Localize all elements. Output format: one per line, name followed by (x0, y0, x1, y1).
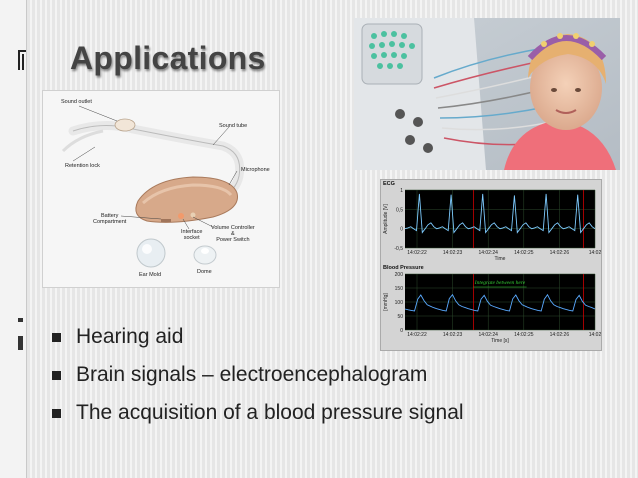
side-mark-top (18, 318, 23, 322)
ecg-xtick-label: 14:02:25 (514, 250, 534, 256)
ecg-xtick-label: 14:02:23 (443, 250, 463, 256)
ecg-chart: 1 0,5 0 -0,5 14:02:22 14:02:23 14:02:24 14:02:2… (383, 188, 601, 262)
square-bullet-icon (52, 408, 61, 418)
bullet-text: Brain signals – electroencephalogram (76, 363, 428, 386)
left-margin-bar (0, 0, 26, 478)
square-bullet-icon (52, 370, 61, 380)
side-mark-bottom (18, 336, 23, 350)
bp-ytick-label: 100 (395, 300, 404, 306)
ecg-ylabel: Amplitude [V] (383, 204, 389, 234)
bp-xtick-label: 14:02:24 (478, 332, 498, 338)
bp-ytick-label: 50 (397, 314, 403, 320)
slide-title: Applications (70, 40, 266, 76)
bullet-item: The acquisition of a blood pressure sign… (52, 394, 464, 432)
ecg-ytick-label: 0,5 (396, 207, 403, 213)
ecg-ytick-label: 0 (400, 227, 403, 233)
bp-ytick-label: 0 (400, 328, 403, 334)
ecg-xtick-label: 14:02:22 (407, 250, 427, 256)
ecg-ytick-label: 1 (400, 188, 403, 194)
callout-volume-controller: Volume Controller & Power Switch (211, 225, 255, 243)
ecg-xlabel: Time (495, 256, 506, 262)
ecg-series-line (404, 193, 596, 234)
bullet-item: Hearing aid (52, 318, 464, 356)
bp-ylabel: [mmHg] (383, 293, 389, 311)
bp-chart: 200 150 100 50 0 14:02:22 14:02:23 14:02:24 14:0… (383, 272, 601, 344)
left-margin-rule (26, 0, 27, 478)
bp-chart-title: Blood Pressure (383, 265, 424, 271)
eeg-illustration (354, 18, 620, 170)
corner-bracket-icon (18, 50, 26, 70)
bp-annotation: Integrate between here (474, 280, 526, 286)
callout-interface-socket: Interface socket (181, 229, 203, 241)
square-bullet-icon (52, 332, 61, 342)
bullet-text: Hearing aid (76, 325, 184, 348)
bp-ytick-label: 150 (395, 286, 404, 292)
bp-xtick-label: 14:02:22 (407, 332, 427, 338)
callout-ear-mold: Ear Mold (139, 272, 162, 278)
bp-ytick-label: 200 (395, 272, 404, 278)
callout-retention-lock: Retention lock (65, 163, 100, 169)
bp-xtick-label: 14:02:25 (514, 332, 534, 338)
callout-battery-compartment: Battery Compartment (93, 213, 127, 225)
bp-xlabel: Time [s] (491, 338, 509, 344)
ecg-ytick-label: -0,5 (394, 246, 403, 252)
ecg-plot-area (405, 190, 595, 248)
hearing-aid-image: Sound outlet Sound tube Retention lock M… (42, 90, 280, 288)
biosignal-chart-panel: ECG 1 0,5 0 -0,5 14:02:22 14:02:23 14:02:24 14:… (380, 179, 602, 351)
bullet-text: The acquisition of a blood pressure sign… (76, 401, 464, 424)
ecg-xtick-label: 14:02:26 (550, 250, 570, 256)
eeg-photo (354, 18, 620, 170)
ecg-xtick-label: 14:02:24 (478, 250, 498, 256)
bp-xtick-label: 14:02:23 (443, 332, 463, 338)
callout-dome: Dome (197, 269, 212, 275)
hearing-aid-illustration (43, 91, 279, 287)
callout-sound-outlet: Sound outlet (61, 99, 92, 105)
bullet-item: Brain signals – electroencephalogram (52, 356, 464, 394)
bp-xtick-label: 14:02 (589, 332, 601, 338)
ecg-chart-title: ECG (383, 181, 395, 187)
bp-series-line (404, 293, 596, 312)
ecg-xtick-label: 14:02 (589, 250, 601, 256)
callout-microphone: Microphone (241, 167, 270, 173)
bp-xtick-label: 14:02:26 (550, 332, 570, 338)
bullet-list: Hearing aid Brain signals – electroencep… (52, 318, 464, 432)
callout-sound-tube: Sound tube (219, 123, 248, 129)
